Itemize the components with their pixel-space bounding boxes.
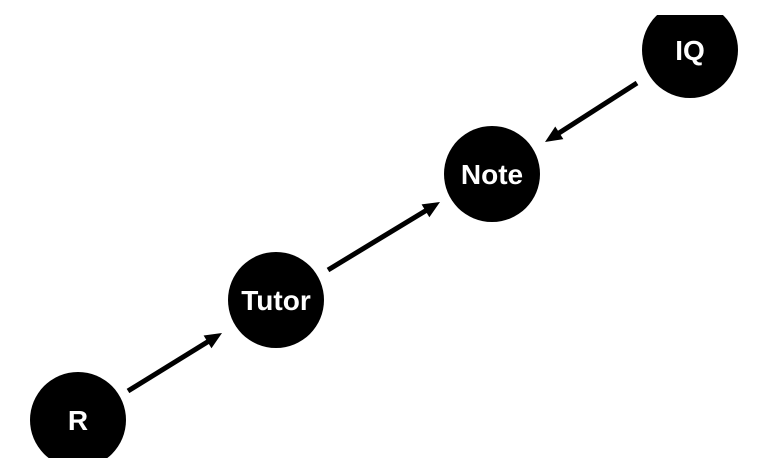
node-circle-iq [642, 15, 738, 98]
node-label-r: R [68, 405, 88, 436]
node-label-tutor: Tutor [241, 285, 311, 316]
edge-shaft-r-to-tutor [126, 336, 214, 394]
edge-arrowhead-tutor-to-note [421, 202, 440, 218]
node-circle-r [30, 372, 126, 458]
node-circle-tutor [228, 252, 324, 348]
edge-shaft-tutor-to-note [326, 205, 432, 273]
node-circle-note [444, 126, 540, 222]
edge-shaft-iq-to-note [552, 80, 639, 139]
node-label-iq: IQ [675, 35, 705, 66]
edge-arrowhead-iq-to-note [545, 126, 564, 142]
node-label-note: Note [461, 159, 523, 190]
edge-arrowhead-r-to-tutor [203, 333, 222, 349]
